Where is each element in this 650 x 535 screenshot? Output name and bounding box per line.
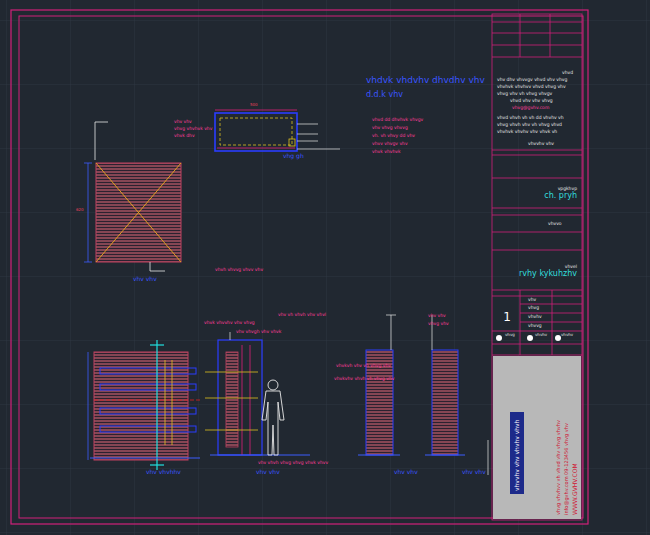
drawing-note: vhv vhv <box>174 120 192 125</box>
drawing-note: vhvkvhv vhvh vh vhvg vhv <box>334 377 394 382</box>
drawing-note: vhv vhv <box>133 276 157 282</box>
drawing-note: vhv vh vhvh vhv vhvl <box>278 313 326 318</box>
drawing-note: vhvhv <box>528 315 542 320</box>
section-detail <box>215 110 340 151</box>
drawing-note: vhvd dd dhvhvk vhvgv <box>372 118 423 123</box>
drawing-note: d.d.k vhv <box>366 91 403 99</box>
drawing-note: vhdvk vhdvhv dhvdhv vhv <box>366 76 485 85</box>
drawing-note: vhvg vhvhvv vh vhvd vhv vhvg vhvhv <box>556 420 561 515</box>
logo-panel <box>493 356 581 519</box>
drawing-note: vhvvo <box>548 222 562 227</box>
drawing-note: vhvg <box>505 333 515 337</box>
field-value: ch. pryh <box>544 191 577 200</box>
drawing-note: vhv vhv <box>428 314 446 319</box>
side-section <box>205 332 310 455</box>
drawing-note: vhvg vhvhvk vhv <box>174 127 212 132</box>
drawing-note: vhvd vhv vhv vhvg <box>510 99 553 104</box>
drawing-note: vhvhv <box>561 333 573 337</box>
drawing-note: 620 <box>76 208 84 212</box>
drawing-note: vhvvg <box>528 324 542 329</box>
title-block <box>492 14 582 520</box>
front-elevation <box>88 340 200 470</box>
drawing-note: vhv vhvg vhvvg <box>372 126 408 131</box>
drawing-note: vh. vh vhvy dd vhv <box>372 134 415 139</box>
drawing-note: vhvg vhv <box>428 322 449 327</box>
drawing-note: vhvg <box>528 306 539 311</box>
drawing-note: vhvvhv vhv <box>528 142 554 147</box>
human-figure <box>262 380 284 455</box>
drawing-note: vhv vhvhhv <box>146 469 181 475</box>
title-block-field: 1 <box>496 306 518 330</box>
field-heading: vpgkhvp <box>558 186 577 191</box>
drawing-note: vhv dhv vhvvgv vhvd vhv vhvg <box>497 78 567 83</box>
drawing-note: vhvv vhvgv vhv <box>372 142 408 147</box>
drawing-note: vhvk dhv <box>174 134 195 139</box>
field-value: rvhy kykuhzhv <box>519 269 577 278</box>
drawing-note: vhvk vhvhvk <box>372 150 401 155</box>
drawing-note: vhvd <box>562 71 573 76</box>
drawing-note: vhv vhvgh vhv vhvk <box>236 330 281 335</box>
title-block-field: vpgkhvpch. pryh <box>494 179 580 207</box>
drawing-note: vhg gh <box>283 153 304 159</box>
field-heading: vhvel <box>565 264 577 269</box>
drawing-note: info@gvhv.com 09-123456 vhvg vhv <box>564 423 569 515</box>
plan-view <box>84 122 181 271</box>
drawing-note: vhvh vhvvg vhvv vhv <box>215 268 263 273</box>
drawing-note: vhv vhv <box>462 469 486 475</box>
drawing-note: vhvvhv vhv vhvhv vhvh <box>514 420 520 491</box>
drawing-note: vhvkvh vhv vh vhvg vhv <box>336 364 391 369</box>
drawing-note: vhvhvk vhvhv vhv vhvk vh <box>497 130 557 135</box>
drawing-note: vhv vhv <box>394 469 418 475</box>
drawing-note: WWW.GVHV.COM <box>572 463 578 515</box>
drawing-note: vhvg@gvhv.com <box>512 106 549 111</box>
drawing-note: vhvg vhvh vhv vh vhvg vhvd <box>497 123 562 128</box>
sheet-number: 1 <box>503 311 511 325</box>
drawing-note: vhvhvk vhvhvv vhvd vhvg vhv <box>497 85 566 90</box>
drawing-note: vhv <box>528 298 536 303</box>
logo-box <box>510 412 524 494</box>
column-elevations <box>358 315 488 475</box>
drawing-note: vhv vhv <box>256 469 280 475</box>
title-block-field: vhvelrvhy kykuhzhv <box>494 255 580 287</box>
drawing-note: vhvhv <box>535 333 547 337</box>
drawing-note: vhvg vhv vh vhvg vhvgv <box>497 92 552 97</box>
drawing-note: vhv vhvh vhvg vhvg vhvk vhvv <box>258 461 328 466</box>
drawing-note: 500 <box>250 103 258 107</box>
drawing-note: vhvk vhvvhv vhv vhvg <box>204 321 255 326</box>
drawing-note: vhvd vhvh vh vh dd vhvhv vh <box>497 116 564 121</box>
